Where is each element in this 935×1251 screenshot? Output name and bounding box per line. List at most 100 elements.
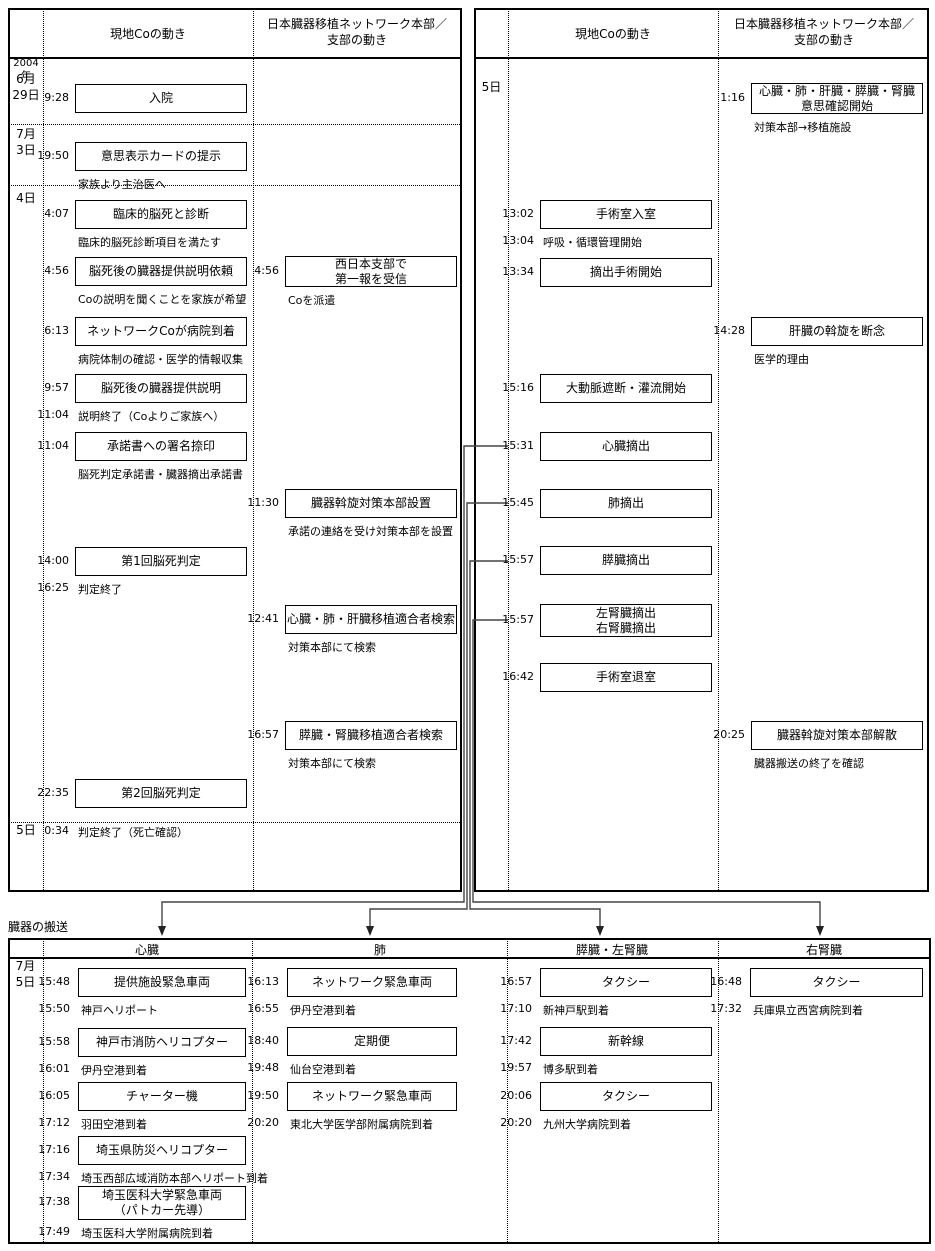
event-note: 伊丹空港到着 [81,1064,147,1077]
event-box: タクシー [750,968,923,997]
event-box: 意思表示カードの提示 [75,142,247,171]
event-note-time: 19:57 [500,1061,532,1074]
header-separator [8,957,931,959]
event-text: 判定終了（死亡確認） [78,826,188,839]
event-note: 埼玉西部広域消防本部ヘリポート到着 [81,1172,268,1185]
event-note-time: 19:48 [247,1061,279,1074]
header-separator [8,57,462,59]
event-note: 臨床的脳死診断項目を満たす [78,236,221,249]
event-box: 提供施設緊急車両 [78,968,246,997]
transport-column-header: 膵臓・左腎臓 [575,943,649,957]
event-box: 臨床的脳死と診断 [75,200,247,229]
row-separator [8,185,462,186]
event-time: 15:31 [502,438,534,452]
date-label: 2004年 [13,58,39,82]
column-separator [252,938,253,1244]
event-note: 神戸ヘリポート [81,1004,158,1017]
event-note-time: 17:32 [710,1002,742,1015]
event-note: 対策本部にて検索 [288,757,376,770]
event-box: 埼玉県防災ヘリコプター [78,1136,246,1165]
event-time: 15:57 [502,552,534,566]
event-box: 心臓・肺・肝臓移植適合者検索 [285,605,457,634]
event-note-time: 17:12 [38,1116,70,1129]
event-box: 第2回脳死判定 [75,779,247,808]
date-label: 4日 [16,191,36,205]
column-separator [43,8,44,892]
event-time: 19:50 [247,1088,279,1102]
event-note: 家族より主治医へ [78,178,166,191]
event-note-time: 17:34 [38,1170,70,1183]
event-box: 肝臓の斡旋を断念 [751,317,923,346]
event-time: 19:50 [37,148,69,162]
column-separator [718,8,719,892]
transport-column-header: 肺 [373,943,387,957]
event-note: 呼吸・循環管理開始 [543,236,642,249]
event-note-time: 15:50 [38,1002,70,1015]
event-note: 対策本部→移植施設 [754,121,852,134]
event-note: 新神戸駅到着 [543,1004,609,1017]
date-label: 29日 [12,88,40,102]
event-time: 18:40 [247,1033,279,1047]
event-time: 20:06 [500,1088,532,1102]
event-box: 肺摘出 [540,489,712,518]
header-local-co-left: 現地Coの動き [110,27,186,41]
event-note: 病院体制の確認・医学的情報収集 [78,353,243,366]
event-box: ネットワーク緊急車両 [287,968,457,997]
event-note: 脳死判定承諾書・臓器摘出承諾書 [78,468,243,481]
event-box: 左腎臓摘出 右腎臓摘出 [540,604,712,637]
date-label: 3日 [16,143,36,157]
event-note: 羽田空港到着 [81,1118,147,1131]
event-time: 9:28 [44,90,69,104]
event-box: ネットワークCoが病院到着 [75,317,247,346]
event-time: 0:34 [44,824,69,837]
event-time: 14:00 [37,553,69,567]
event-note: 臓器搬送の終了を確認 [754,757,864,770]
event-time: 11:30 [247,495,279,509]
event-time: 16:13 [247,974,279,988]
event-time: 4:56 [254,263,279,277]
event-time: 15:45 [502,495,534,509]
event-box: 臓器斡旋対策本部設置 [285,489,457,518]
event-time: 16:42 [502,669,534,683]
event-time: 13:02 [502,206,534,220]
event-note: 東北大学医学部附属病院到着 [290,1118,433,1131]
transport-table [8,938,931,1244]
event-box: 脳死後の臓器提供説明 [75,374,247,403]
event-time: 20:25 [713,727,745,741]
event-note-time: 16:01 [38,1062,70,1075]
event-box: 脳死後の臓器提供説明依頼 [75,257,247,286]
event-box: 手術室退室 [540,663,712,692]
column-separator [507,938,508,1244]
date-label: 5日 [15,975,36,989]
event-time: 16:05 [38,1088,70,1102]
column-separator [253,8,254,892]
event-time: 16:57 [247,727,279,741]
event-time: 22:35 [37,785,69,799]
header-network-right: 日本臓器移植ネットワーク本部／ 支部の動き [733,17,915,48]
event-box: 西日本支部で 第一報を受信 [285,256,457,287]
event-box: 神戸市消防ヘリコプター [78,1028,246,1057]
event-box: 摘出手術開始 [540,258,712,287]
event-box: 心臓・肺・肝臓・膵臓・腎臓 意思確認開始 [751,83,923,114]
event-time: 4:07 [44,206,69,220]
date-label: 7月 [15,959,36,973]
event-box: ネットワーク緊急車両 [287,1082,457,1111]
arrow-down-icon [366,926,374,936]
event-note: 博多駅到着 [543,1063,598,1076]
column-separator [43,938,44,1244]
event-time: 16:57 [500,974,532,988]
date-label: 7月 [16,127,36,141]
event-note: 伊丹空港到着 [290,1004,356,1017]
event-box: 臓器斡旋対策本部解散 [751,721,923,750]
event-note: 説明終了（Coよりご家族へ） [78,410,225,423]
event-box: 第1回脳死判定 [75,547,247,576]
transport-section-label: 臓器の搬送 [8,920,69,934]
event-note-time: 16:55 [247,1002,279,1015]
event-time: 16:48 [710,974,742,988]
column-separator [508,8,509,892]
event-time: 15:58 [38,1034,70,1048]
event-box: 大動脈遮断・灌流開始 [540,374,712,403]
event-time: 14:28 [713,323,745,337]
date-label: 5日 [16,823,36,837]
event-note: 仙台空港到着 [290,1063,356,1076]
